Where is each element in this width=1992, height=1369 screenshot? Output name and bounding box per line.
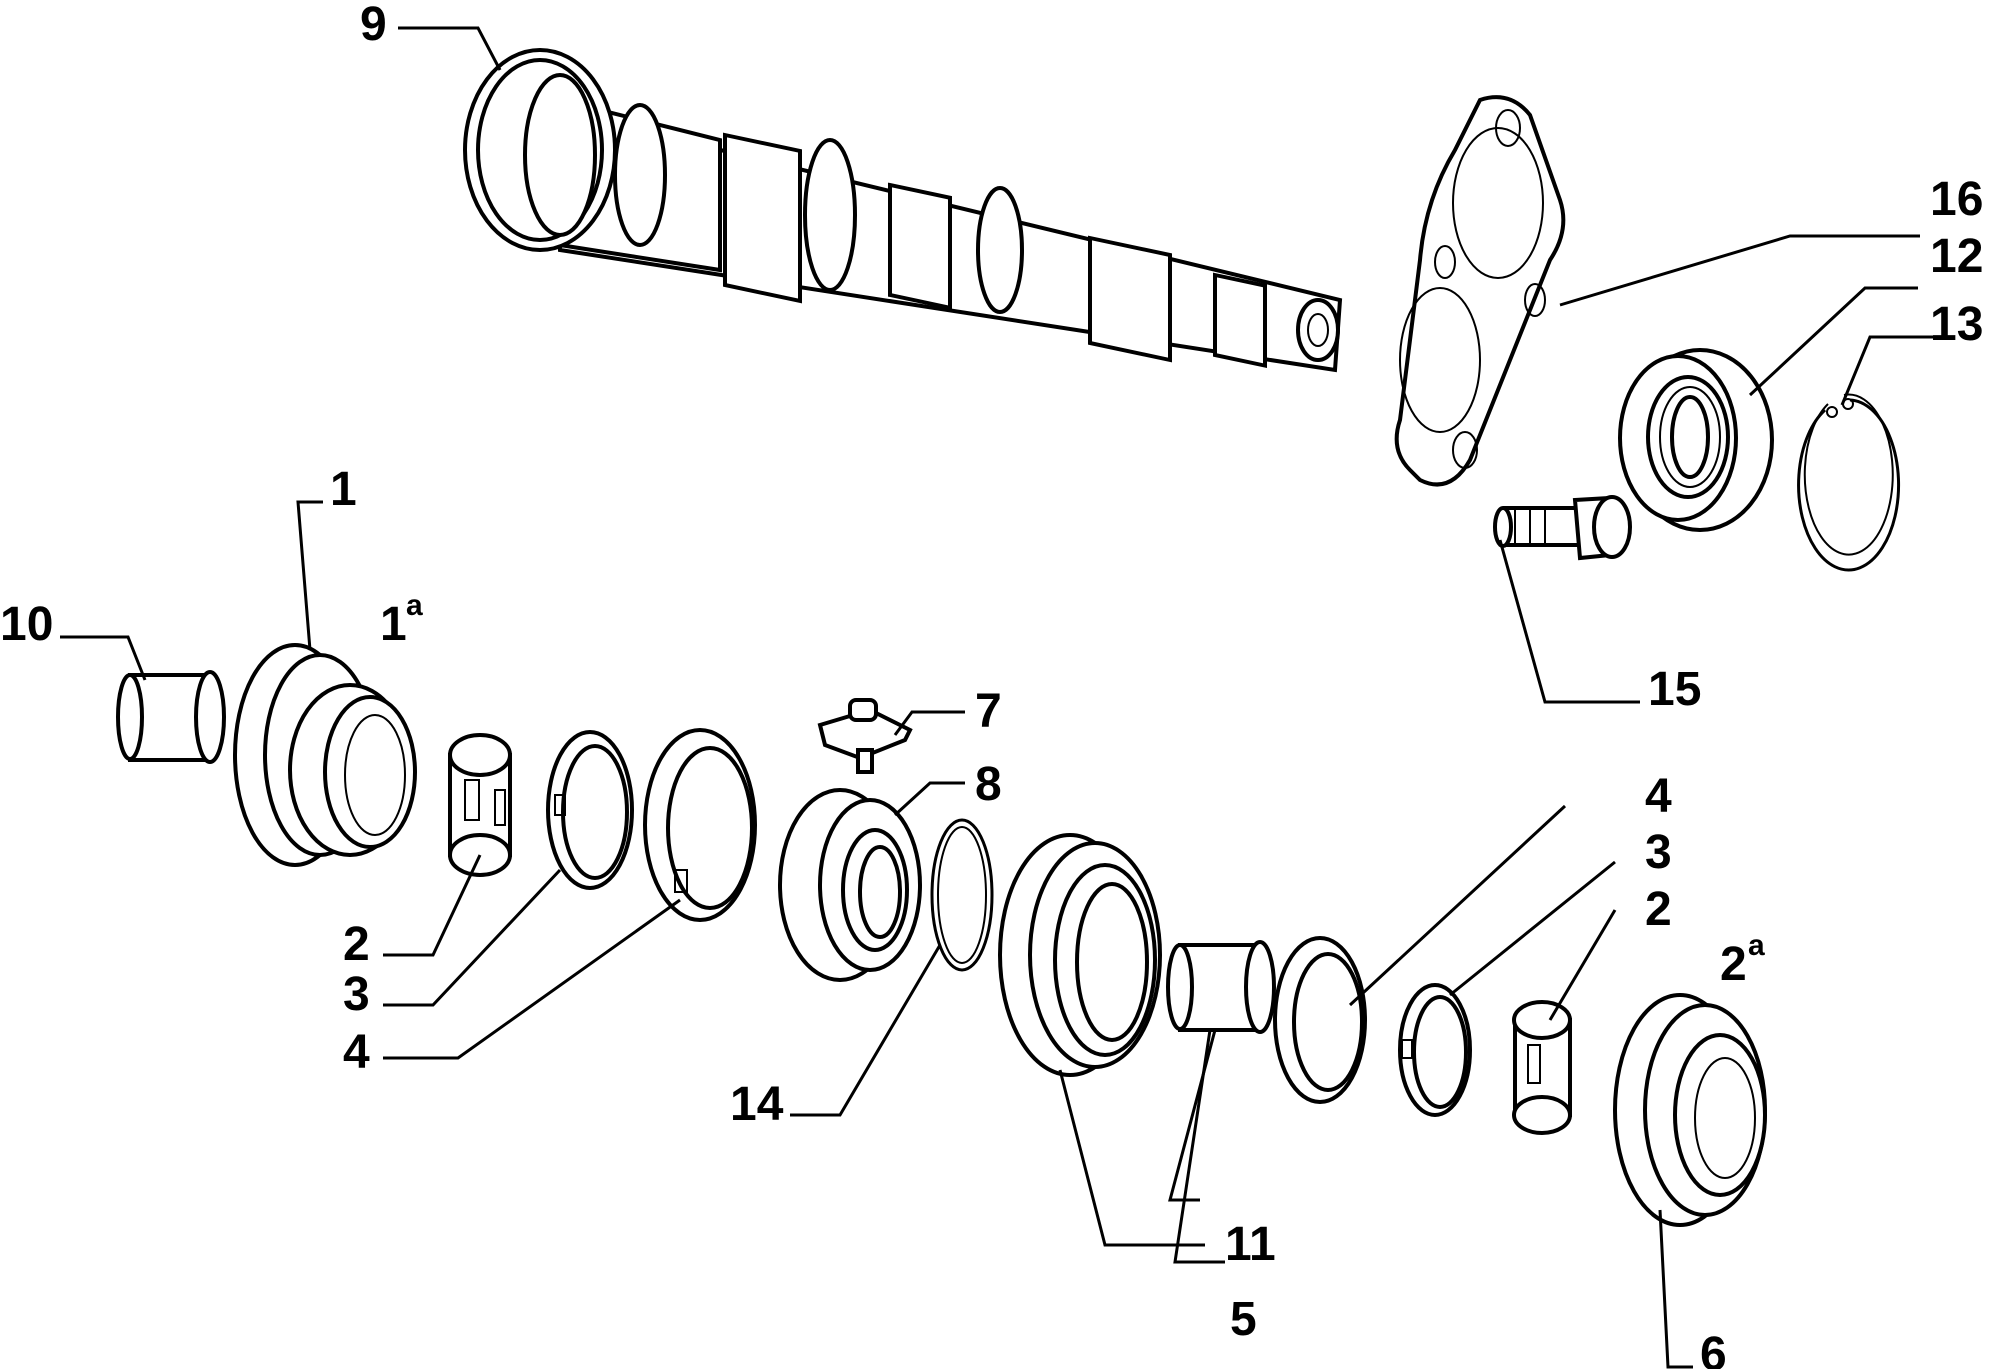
callout-7: 7 (975, 685, 1002, 738)
cone-ring-3-left (546, 730, 634, 890)
leader-lines (60, 26, 1943, 1369)
callout-2-left: 2 (343, 918, 370, 971)
callout-9: 9 (360, 0, 387, 51)
callout-8: 8 (975, 758, 1002, 811)
callout-13: 13 (1930, 298, 1983, 351)
cone-ring-3-right (1398, 983, 1472, 1117)
needle-bearing-11 (1166, 940, 1276, 1034)
second-gear-label: 2 (1720, 938, 1747, 991)
callout-11: 11 (1225, 1218, 1276, 1271)
flange-bolt (1493, 495, 1632, 561)
callout-4-left: 4 (343, 1026, 370, 1079)
flange-plate (1394, 95, 1566, 487)
synchro-cone-4-right (1273, 936, 1367, 1104)
callout-3-right: 3 (1645, 826, 1672, 879)
second-speed-gear (1613, 993, 1767, 1227)
synchro-cone-4-left (643, 728, 757, 922)
needle-bearing-10 (116, 670, 226, 764)
callout-16: 16 (1930, 173, 1983, 226)
callout-10: 10 (0, 598, 53, 651)
callout-5: 5 (1230, 1293, 1257, 1346)
snap-ring (930, 818, 994, 972)
first-gear-label-sup: a (406, 589, 423, 622)
callout-3-left: 3 (343, 968, 370, 1021)
shift-key (817, 698, 913, 774)
callout-15: 15 (1648, 663, 1701, 716)
synchro-ring-2-right (1512, 1000, 1572, 1135)
second-gear-label-sup: a (1748, 929, 1765, 962)
callout-12: 12 (1930, 230, 1983, 283)
main-shaft (463, 48, 1343, 373)
first-gear-label: 1 (380, 598, 407, 651)
callout-2-right: 2 (1645, 883, 1672, 936)
callout-4-right: 4 (1645, 770, 1672, 823)
callout-14: 14 (730, 1078, 784, 1131)
first-speed-gear (233, 643, 417, 867)
ball-bearing (1618, 348, 1774, 532)
callout-6: 6 (1700, 1328, 1727, 1369)
sliding-sleeve (998, 833, 1162, 1077)
synchro-ring-2-left (448, 733, 512, 877)
circlip (1797, 393, 1901, 572)
synchro-hub (778, 788, 922, 982)
callout-1: 1 (330, 463, 357, 516)
